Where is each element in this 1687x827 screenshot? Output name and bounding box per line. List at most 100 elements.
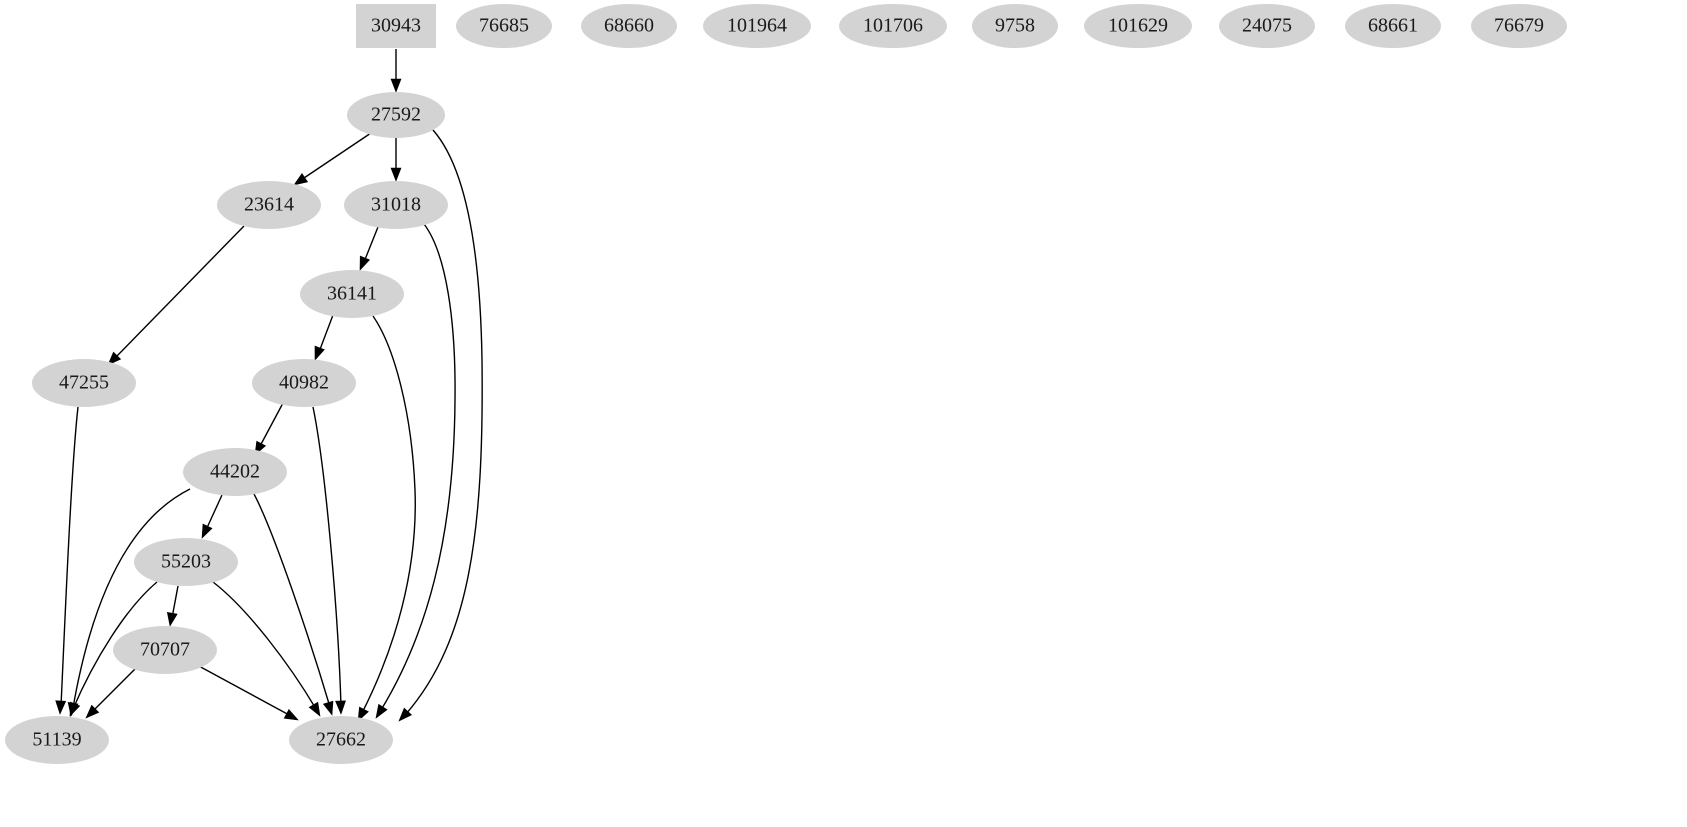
node-ellipse-shape	[300, 270, 404, 318]
graph-node[interactable]: 68661	[1345, 4, 1441, 48]
edge-line	[361, 315, 416, 714]
graph-edge	[357, 315, 416, 722]
graph-node[interactable]: 24075	[1219, 4, 1315, 48]
graph-node[interactable]: 101706	[839, 4, 947, 48]
graph-node[interactable]: 31018	[344, 181, 448, 229]
nodes-layer: 30943 76685 68660 101964 101706 9758 101629 240…	[5, 4, 1567, 764]
edge-line	[318, 314, 334, 353]
node-ellipse-shape	[456, 4, 552, 48]
graph-edge	[293, 132, 372, 186]
edge-arrowhead	[283, 708, 299, 721]
edge-arrowhead	[308, 701, 321, 717]
edge-line	[91, 667, 137, 713]
edges-layer	[55, 49, 483, 722]
graph-node[interactable]: 70707	[113, 626, 217, 674]
graph-edge	[55, 406, 79, 715]
graph-node[interactable]: 30943	[356, 4, 436, 48]
node-ellipse-shape	[1219, 4, 1315, 48]
graph-node[interactable]: 68660	[581, 4, 677, 48]
edge-line	[253, 493, 331, 708]
graph-edge	[107, 225, 245, 366]
edge-line	[312, 406, 342, 707]
edge-arrowhead	[85, 704, 100, 719]
graph-node[interactable]: 101629	[1084, 4, 1192, 48]
graph-node[interactable]: 47255	[32, 359, 136, 407]
node-ellipse-shape	[581, 4, 677, 48]
edge-arrowhead	[69, 701, 81, 717]
graph-node[interactable]: 27592	[347, 92, 445, 138]
graph-edge	[254, 402, 284, 456]
edge-line	[60, 406, 79, 707]
node-ellipse-shape	[134, 538, 238, 586]
edge-arrowhead	[55, 700, 67, 715]
edge-line	[212, 581, 317, 710]
edge-arrowhead	[375, 703, 388, 719]
graph-node[interactable]: 76679	[1471, 4, 1567, 48]
edge-line	[300, 132, 372, 181]
node-ellipse-shape	[703, 4, 811, 48]
graph-edge	[359, 226, 379, 271]
graph-edge	[196, 664, 299, 721]
edge-line	[72, 488, 191, 709]
edge-arrowhead	[322, 700, 334, 716]
graph-edge	[312, 406, 346, 715]
graph-edge	[253, 493, 334, 716]
edge-line	[258, 402, 284, 449]
edge-line	[114, 225, 245, 359]
edge-line	[171, 585, 179, 619]
node-ellipse-shape	[839, 4, 947, 48]
edge-arrowhead	[357, 706, 369, 722]
node-ellipse-shape	[32, 359, 136, 407]
node-box-shape	[356, 4, 436, 48]
node-ellipse-shape	[1345, 4, 1441, 48]
node-ellipse-shape	[252, 359, 356, 407]
node-ellipse-shape	[289, 716, 393, 764]
graph-node[interactable]: 101964	[703, 4, 811, 48]
edge-line	[72, 581, 158, 710]
edge-arrowhead	[166, 611, 178, 627]
graph-edge	[201, 494, 223, 539]
node-ellipse-shape	[1471, 4, 1567, 48]
graph-node[interactable]: 9758	[972, 4, 1058, 48]
edge-line	[363, 226, 379, 263]
edge-arrowhead	[398, 707, 413, 722]
edge-arrowhead	[359, 255, 371, 271]
edge-arrowhead	[201, 523, 213, 539]
graph-edge	[398, 129, 483, 722]
graph-edge	[390, 49, 402, 93]
edge-line	[380, 223, 456, 711]
graph-edge	[314, 314, 334, 361]
edge-arrowhead	[390, 78, 402, 93]
graph-node[interactable]: 27662	[289, 716, 393, 764]
graph-edge	[375, 223, 456, 719]
edge-arrowhead	[335, 700, 346, 715]
node-ellipse-shape	[113, 626, 217, 674]
graph-node[interactable]: 23614	[217, 181, 321, 229]
graph-node[interactable]: 51139	[5, 716, 109, 764]
edge-arrowhead	[314, 345, 325, 361]
graph-node[interactable]: 55203	[134, 538, 238, 586]
graph-node[interactable]: 36141	[300, 270, 404, 318]
node-ellipse-shape	[217, 181, 321, 229]
graph-edge	[85, 667, 137, 719]
edge-line	[405, 129, 483, 715]
node-ellipse-shape	[344, 181, 448, 229]
graph-edge	[69, 581, 158, 717]
edge-arrowhead	[390, 167, 402, 182]
node-ellipse-shape	[972, 4, 1058, 48]
graph-node[interactable]: 76685	[456, 4, 552, 48]
graph-node[interactable]: 44202	[183, 448, 287, 496]
edge-line	[196, 664, 292, 717]
graph-node[interactable]: 40982	[252, 359, 356, 407]
edge-arrowhead	[293, 173, 309, 186]
node-ellipse-shape	[5, 716, 109, 764]
graph-edge	[212, 581, 321, 717]
edge-arrowhead	[107, 351, 122, 366]
node-ellipse-shape	[183, 448, 287, 496]
graph-edge	[390, 138, 402, 182]
edge-line	[205, 494, 223, 531]
node-ellipse-shape	[1084, 4, 1192, 48]
node-ellipse-shape	[347, 92, 445, 138]
